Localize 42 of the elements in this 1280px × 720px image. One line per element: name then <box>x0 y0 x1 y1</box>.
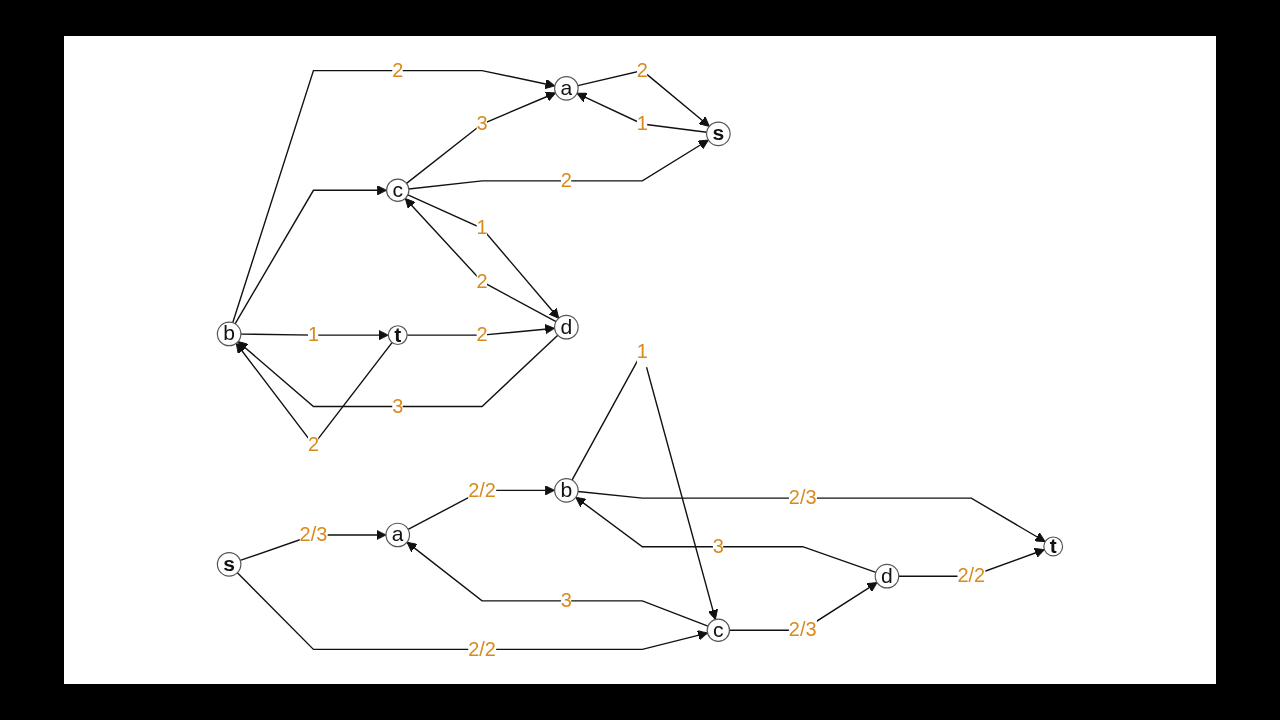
node-circle: s <box>706 121 731 147</box>
arrow <box>237 334 559 408</box>
edge-label: 2 <box>307 433 319 456</box>
edge-label: 2/3 <box>788 618 817 642</box>
node-circle: t <box>387 325 408 346</box>
arrow <box>406 541 709 627</box>
edge-label: 1 <box>476 216 488 240</box>
edge-label: 1 <box>307 323 319 346</box>
edge-label: 3 <box>560 589 572 612</box>
node-circle: d <box>554 314 579 340</box>
edge-label: 1 <box>636 340 648 363</box>
edge-label: 2/3 <box>299 523 328 546</box>
edge-label: 2/3 <box>788 486 817 509</box>
edge-label: 2 <box>476 323 488 346</box>
edge-label: 2 <box>636 59 648 82</box>
edge-label: 3 <box>476 112 488 135</box>
node-circle: a <box>385 522 411 548</box>
node-circle: c <box>706 618 731 642</box>
node-circle: b <box>554 478 579 503</box>
edge-label: 2/2 <box>468 478 496 502</box>
edge-label: 2 <box>392 59 404 82</box>
arrow <box>575 496 877 573</box>
edge-label: 1 <box>636 112 648 135</box>
arrow <box>408 139 709 190</box>
edge-label: 2/2 <box>468 637 496 661</box>
node-circle: d <box>874 563 900 589</box>
edge-label: 3 <box>392 394 404 418</box>
edge-label: 2 <box>476 270 488 293</box>
edge-label: 2/2 <box>957 564 986 588</box>
node-circle: c <box>386 178 410 203</box>
node-circle: a <box>554 76 579 101</box>
arrow <box>240 329 389 341</box>
edge-label: 2 <box>560 169 572 192</box>
arrow <box>577 69 710 127</box>
arrow <box>405 91 556 185</box>
arrow <box>232 69 556 324</box>
arrow <box>577 490 1046 543</box>
node-circle: t <box>1043 536 1064 557</box>
arrow <box>236 571 708 651</box>
node-circle: s <box>216 551 242 577</box>
edge-label: 3 <box>712 535 724 558</box>
node-circle: b <box>216 321 242 347</box>
